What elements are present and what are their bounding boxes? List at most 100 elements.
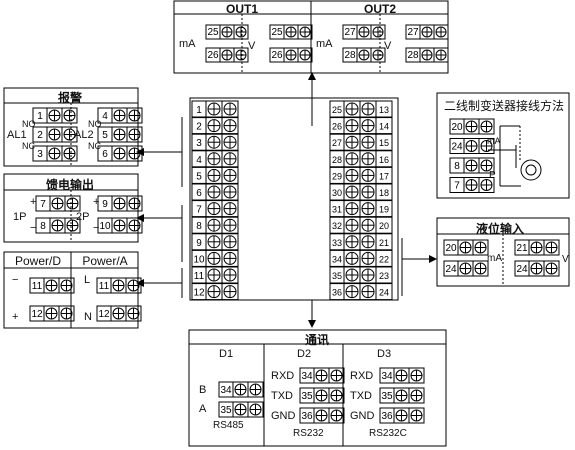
level-v-term-21-screw-a — [528, 239, 545, 256]
alarm-term-3-number: 3 — [37, 149, 43, 160]
main-left-term-5-screw-b — [221, 166, 239, 184]
comm-d3-term-36-screw-a — [393, 407, 410, 424]
main-right-screw-b-28 — [359, 150, 377, 168]
main-left-term-1-screw-a — [205, 100, 223, 118]
main-left-term-1: 1 — [191, 100, 207, 118]
main-right-inner-31: 31 — [332, 205, 342, 215]
out2-v-term-b-screw-a — [419, 47, 435, 63]
comm-d2-sig-rxd: RXD — [271, 370, 295, 382]
power-d-term-12-number: 12 — [31, 309, 43, 320]
comm-d1-term-35: 35 — [218, 401, 234, 418]
feed-term-9: 9 — [97, 195, 113, 212]
main-left-term-5-number: 5 — [196, 171, 202, 182]
main-left-term-9-screw-b — [221, 233, 239, 251]
comm-d2-term-35-screw-a — [313, 387, 330, 404]
main-left-term-6-screw-a — [205, 183, 223, 201]
main-right-screw-b-26 — [359, 117, 377, 135]
feed-term-8-screw-a — [49, 217, 66, 234]
out2-ma-term-a-screw-a — [356, 24, 372, 40]
main-left-term-8: 8 — [191, 216, 207, 234]
main-left-term-10-number: 10 — [193, 254, 205, 265]
out1-v-term-b-screw-a — [283, 47, 299, 63]
main-left-term-3: 3 — [191, 133, 207, 151]
main-left-term-4-number: 4 — [196, 155, 202, 166]
transmitter-ma: mA — [487, 136, 501, 146]
transmitter-term-7: 7 — [449, 177, 465, 193]
main-left-term-12: 12 — [191, 283, 207, 301]
main-left-term-8-number: 8 — [196, 221, 202, 232]
level-v-term-24-number: 24 — [516, 264, 528, 275]
main-right-inner-34: 34 — [332, 254, 342, 264]
alarm-term-6-number: 6 — [102, 149, 108, 160]
comm-panel — [188, 329, 447, 447]
comm-d3-term-36: 36 — [379, 407, 395, 424]
level-title: 液位输入 — [475, 222, 524, 236]
main-right-screw-b-33 — [359, 233, 377, 251]
sensor-icon — [488, 125, 542, 187]
comm-d1-term-34: 34 — [218, 381, 234, 398]
main-left-term-2: 2 — [191, 117, 207, 135]
comm-d2-term-35-number: 35 — [301, 391, 313, 402]
transmitter-p: P — [489, 170, 496, 181]
out1-ma-term-a-number: 25 — [207, 27, 219, 38]
power-d-term-11-number: 11 — [32, 281, 43, 292]
comm-d3-head: D3 — [377, 348, 392, 360]
out2-v-term-a-screw-b — [433, 24, 449, 40]
feed-plus-1: + — [30, 196, 37, 208]
comm-d2-head: D2 — [297, 348, 312, 360]
main-left-term-10: 10 — [191, 249, 207, 267]
main-left-term-12-screw-a — [205, 283, 223, 301]
main-left-term-10-screw-a — [205, 249, 223, 267]
main-left-term-7: 7 — [191, 200, 207, 218]
main-left-term-5: 5 — [191, 166, 207, 184]
comm-d3-term-34-screw-a — [393, 367, 410, 384]
main-left-term-1-screw-b — [221, 100, 239, 118]
alarm-al1: AL1 — [7, 129, 27, 141]
level-ma-term-20-screw-a — [457, 239, 474, 256]
alarm-term-4-screw-a — [111, 107, 128, 124]
main-right-screw-a-29 — [343, 166, 361, 184]
comm-d3-term-36-screw-b — [408, 407, 425, 424]
out2-v-label: V — [384, 40, 392, 52]
main-left-term-7-screw-b — [221, 200, 239, 218]
power-a-term-11-screw-b — [125, 277, 142, 294]
alarm-title: 报警 — [57, 91, 82, 105]
comm-d2-term-34: 34 — [299, 367, 315, 384]
main-right-inner-33: 33 — [332, 238, 342, 248]
comm-d3-term-35-screw-b — [408, 387, 425, 404]
main-right-outer-20: 20 — [379, 221, 389, 231]
comm-d1-term-35-number: 35 — [220, 405, 232, 416]
comm-d2-sig-gnd: GND — [271, 410, 296, 422]
transmitter-term-20-screw-b — [478, 118, 495, 135]
comm-d2-term-34-screw-b — [328, 367, 345, 384]
out1-ma-label: mA — [179, 38, 196, 50]
feed-term-9-screw-b — [126, 195, 143, 212]
level-v-term-21: 21 — [514, 239, 530, 256]
main-left-term-11-screw-b — [221, 266, 239, 284]
main-right-screw-b-35 — [359, 266, 377, 284]
main-right-screw-b-29 — [359, 166, 377, 184]
out1-ma-term-a-screw-b — [233, 24, 249, 40]
comm-d3-term-35-screw-a — [393, 387, 410, 404]
comm-d3-term-34: 34 — [379, 367, 395, 384]
comm-d2-term-35-screw-b — [328, 387, 345, 404]
out2-title: OUT2 — [363, 2, 396, 16]
out2-ma-term-b-screw-b — [370, 47, 386, 63]
main-right-screw-a-30 — [343, 183, 361, 201]
out1-ma-term-b-number: 26 — [207, 50, 219, 61]
transmitter-term-24-screw-b — [478, 138, 495, 154]
power-a-term-12-screw-b — [125, 305, 142, 322]
transmitter-term-8-screw-a — [463, 157, 480, 174]
comm-d3-term-34-number: 34 — [381, 371, 393, 382]
power-a-term-12-number: 12 — [98, 309, 110, 320]
main-right-inner-29: 29 — [332, 171, 342, 181]
alarm-term-1-number: 1 — [37, 111, 43, 122]
power-d-title: Power/D — [14, 254, 61, 268]
main-right-screw-b-25 — [359, 100, 377, 118]
main-left-term-10-screw-b — [221, 249, 239, 267]
comm-d2-term-36-screw-a — [313, 407, 330, 424]
transmitter-title: 二线制变送器接线方法 — [443, 99, 564, 113]
out2-ma-term-b-number: 28 — [344, 50, 356, 61]
